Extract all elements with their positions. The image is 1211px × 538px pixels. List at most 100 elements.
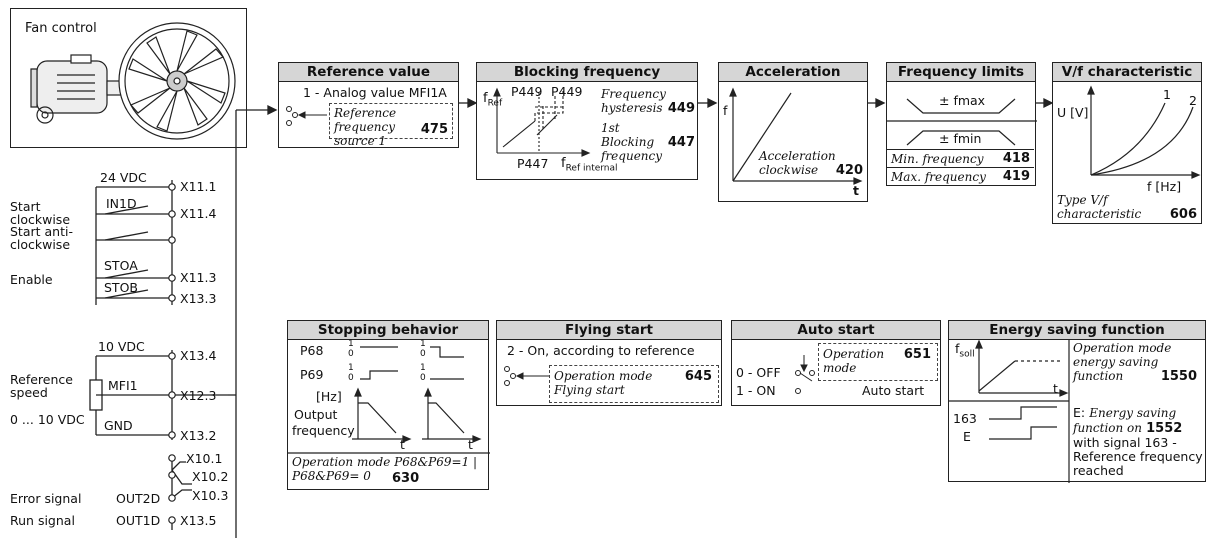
energy-mode-number: 1550 bbox=[1160, 369, 1197, 384]
fref-letter: f bbox=[483, 91, 488, 106]
blocking-frequency-param[interactable]: 1st Blocking frequency 447 bbox=[601, 121, 697, 163]
energy-mode-label: Operation mode energy saving function bbox=[1073, 341, 1172, 383]
stopping-t-b: t bbox=[468, 437, 473, 452]
stopping-hz: [Hz] bbox=[316, 389, 342, 404]
blocking-frequency-title: Blocking frequency bbox=[477, 63, 697, 82]
auto-start-number: 651 bbox=[903, 347, 931, 362]
vf-number: 606 bbox=[1169, 207, 1197, 222]
blocking-p449-a: P449 bbox=[511, 84, 543, 99]
blocking-hysteresis-param[interactable]: Frequency hysteresis 449 bbox=[601, 87, 697, 116]
vf-param[interactable]: Type V/f characteristic 606 bbox=[1057, 193, 1199, 222]
max-frequency-label: Max. frequency bbox=[891, 170, 986, 184]
label-gnd: GND bbox=[104, 418, 133, 433]
stopping-p68-one-a: 1 bbox=[348, 339, 354, 349]
stopping-p68: P68 bbox=[300, 343, 324, 358]
frequency-limits-box: Frequency limits ± fmax ± fmin Min. freq… bbox=[886, 62, 1037, 186]
vf-characteristic-box: V/f characteristic U [V] 1 2 f [Hz] Type… bbox=[1052, 62, 1202, 224]
hysteresis-label: Frequency hysteresis bbox=[601, 87, 666, 115]
label-voltage-range: 0 ... 10 VDC bbox=[10, 412, 85, 427]
label-in1d: IN1D bbox=[106, 196, 137, 211]
reference-value-title: Reference value bbox=[279, 63, 458, 82]
stopping-t-a: t bbox=[400, 437, 405, 452]
energy-e-number: 1552 bbox=[1146, 421, 1183, 436]
stopping-p69-zero-b: 0 bbox=[420, 373, 426, 383]
max-frequency-param[interactable]: Max. frequency 419 bbox=[887, 167, 1034, 186]
terminal-x11-1: X11.1 bbox=[180, 179, 217, 194]
energy-e-label: Energy saving function on bbox=[1073, 406, 1177, 435]
reference-value-param[interactable]: Reference frequency source 1 475 bbox=[329, 103, 453, 148]
acceleration-box: Acceleration f t Acceleration clockwise … bbox=[718, 62, 868, 202]
label-10vdc: 10 VDC bbox=[98, 339, 145, 354]
fan-control-box: Fan control bbox=[10, 8, 247, 148]
stopping-graphs bbox=[288, 346, 490, 454]
label-stob: STOB bbox=[104, 280, 138, 295]
stopping-label: Operation mode P68&P69=1 | P68&P69= 0 bbox=[292, 455, 478, 483]
auto-start-off: 0 - OFF bbox=[736, 365, 781, 380]
energy-e: E bbox=[963, 429, 971, 444]
label-error-signal: Error signal bbox=[10, 491, 82, 506]
energy-e-prefix: E: bbox=[1073, 405, 1086, 420]
min-frequency-number: 418 bbox=[1002, 151, 1030, 166]
terminal-x12-3: X12.3 bbox=[180, 388, 217, 403]
vf-u-label: U [V] bbox=[1057, 105, 1089, 120]
energy-e-param[interactable]: E: Energy saving function on 1552 with s… bbox=[1073, 405, 1205, 478]
energy-saving-box: Energy saving function fsoll t 163 E Ope… bbox=[948, 320, 1206, 483]
label-stoa: STOA bbox=[104, 258, 138, 273]
auto-start-on: 1 - ON bbox=[736, 383, 776, 398]
reference-value-box: Reference value 1 - Analog value MFI1A R… bbox=[278, 62, 459, 148]
flying-start-box: Flying start 2 - On, according to refere… bbox=[496, 320, 722, 406]
flying-start-param[interactable]: Operation mode Flying start 645 bbox=[549, 365, 719, 403]
auto-start-label: Operation mode bbox=[823, 347, 885, 375]
stopping-behavior-box: Stopping behavior P68 P69 1 0 1 0 1 0 1 … bbox=[287, 320, 490, 490]
energy-saving-title: Energy saving function bbox=[949, 321, 1205, 340]
stopping-param[interactable]: Operation mode P68&P69=1 | P68&P69= 0 63… bbox=[292, 455, 486, 486]
vf-curve-2: 2 bbox=[1189, 93, 1197, 108]
terminal-x11-4: X11.4 bbox=[180, 206, 217, 221]
flying-start-option: 2 - On, according to reference bbox=[507, 343, 695, 358]
stopping-p69: P69 bbox=[300, 367, 324, 382]
top-flow-arrows bbox=[236, 97, 1054, 116]
vf-label: Type V/f characteristic bbox=[1057, 193, 1142, 221]
flying-start-title: Flying start bbox=[497, 321, 721, 340]
label-run-signal: Run signal bbox=[10, 513, 75, 528]
blocking-frequency-box: Blocking frequency fRef P449 P449 P447 f… bbox=[476, 62, 698, 180]
reference-value-option: 1 - Analog value MFI1A bbox=[303, 85, 447, 100]
vf-f-hz: f [Hz] bbox=[1147, 179, 1182, 194]
fref-internal-letter: f bbox=[561, 156, 566, 171]
acceleration-number: 420 bbox=[835, 163, 863, 178]
terminal-x13-2: X13.2 bbox=[180, 428, 217, 443]
label-enable: Enable bbox=[10, 272, 53, 287]
fan-control-title: Fan control bbox=[25, 21, 97, 36]
energy-f-letter: f bbox=[955, 341, 960, 356]
energy-t: t bbox=[1053, 381, 1058, 396]
max-frequency-number: 419 bbox=[1002, 169, 1030, 184]
energy-fsoll: fsoll bbox=[955, 341, 975, 360]
terminal-x13-3: X13.3 bbox=[180, 291, 217, 306]
energy-mode-param[interactable]: Operation mode energy saving function 15… bbox=[1073, 341, 1203, 384]
frequency-limits-graph bbox=[887, 98, 1037, 146]
terminal-x11-3: X11.3 bbox=[180, 270, 217, 285]
label-out2d: OUT2D bbox=[116, 491, 161, 506]
auto-start-switch-icon bbox=[795, 355, 815, 394]
auto-start-param[interactable]: Operation mode 651 bbox=[818, 343, 938, 381]
acceleration-param[interactable]: Acceleration clockwise 420 bbox=[759, 149, 865, 178]
auto-start-box: Auto start 0 - OFF 1 - ON Operation mode… bbox=[731, 320, 941, 406]
reference-value-param-label: Reference frequency source 1 bbox=[334, 106, 397, 148]
stopping-p69-one-b: 1 bbox=[420, 363, 426, 373]
min-frequency-param[interactable]: Min. frequency 418 bbox=[887, 149, 1034, 168]
frequency-limits-title: Frequency limits bbox=[887, 63, 1035, 82]
acceleration-f: f bbox=[723, 103, 728, 118]
energy-f-sub: soll bbox=[959, 349, 975, 360]
vf-characteristic-graph bbox=[1087, 85, 1201, 179]
stopping-behavior-title: Stopping behavior bbox=[288, 321, 488, 340]
blocking-fref: fRef bbox=[483, 91, 502, 109]
stopping-p68-zero-b: 0 bbox=[420, 349, 426, 359]
vf-characteristic-title: V/f characteristic bbox=[1053, 63, 1201, 82]
terminal-x13-5: X13.5 bbox=[180, 513, 217, 528]
label-reference-speed: Reference speed bbox=[10, 372, 73, 400]
vf-curve-1: 1 bbox=[1163, 87, 1171, 102]
terminal-x10-1: X10.1 bbox=[186, 451, 223, 466]
stopping-frequency: frequency bbox=[292, 423, 355, 438]
fref-sub: Ref bbox=[487, 98, 503, 109]
stopping-p69-one-a: 1 bbox=[348, 363, 354, 373]
